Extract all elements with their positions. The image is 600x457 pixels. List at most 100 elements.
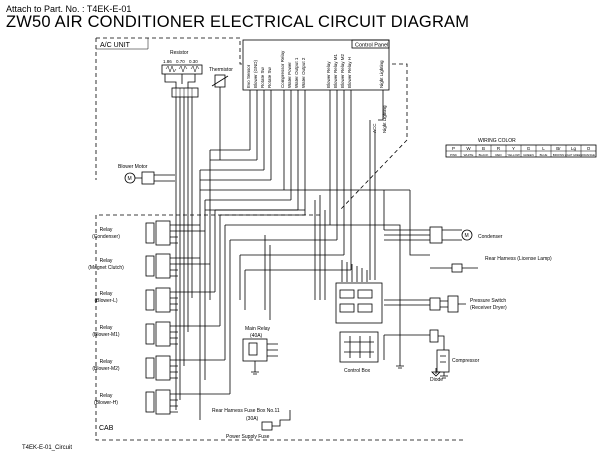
diode-symbol xyxy=(431,368,441,377)
relay-blower-h: Relay (Blower-H) xyxy=(94,389,178,415)
blower-motor-connector xyxy=(141,171,155,185)
blower-motor-wires xyxy=(135,174,175,182)
pin-label-blower-relay-h: Blower Relay H xyxy=(347,57,352,88)
color-code: Y xyxy=(512,146,515,151)
resistor-symbol xyxy=(161,64,203,75)
relay-label: Relay xyxy=(100,393,113,399)
color-name: BROWN xyxy=(553,153,565,157)
condenser-label: Condenser xyxy=(478,234,503,240)
color-code: O xyxy=(587,146,591,151)
resistor-feed-wires xyxy=(164,74,221,96)
color-code: B xyxy=(482,146,485,151)
footer-code: T4EK-E-01_Circuit xyxy=(22,445,72,451)
color-name: WHITE xyxy=(464,153,474,157)
fuse-box-rating: (30A) xyxy=(246,416,259,422)
pin-label-evo-sensor: Evo Sensor xyxy=(246,64,251,88)
resistor-label: Resistor xyxy=(170,50,189,56)
pin-label-compressor-relay: Compressor Relay xyxy=(280,50,285,88)
pin-label-rotate-sw-1: Rotate Sw xyxy=(260,66,265,88)
color-code: L xyxy=(542,146,545,151)
attach-reference: Attach to Part. No. : T4EK-E-01 xyxy=(6,4,132,14)
blower-motor-m-glyph: M xyxy=(128,176,132,182)
color-code: Lg xyxy=(571,146,577,151)
pin-label-water-output-2: Water Output 2 xyxy=(301,57,306,88)
relay-blower-m2: Relay (Blower-M2) xyxy=(92,355,178,381)
main-relay-symbol xyxy=(242,338,278,368)
relay-sublabel: (Blower-M2) xyxy=(92,366,120,372)
resistor-value-1: 1.86 xyxy=(163,59,172,64)
diagram-title: ZW50 AIR CONDITIONER ELECTRICAL CIRCUIT … xyxy=(6,13,470,31)
ground-symbols xyxy=(251,360,448,379)
relay-label: Relay xyxy=(100,227,113,233)
relay-label: Relay xyxy=(100,359,113,365)
relay-magnet-clutch: Relay (Magnet Clutch) xyxy=(88,253,178,279)
pin-label-night-lighting: Night Lighting xyxy=(379,60,384,88)
relay-label: Relay xyxy=(100,325,113,331)
power-supply-fuse-label: Power Supply Fuse xyxy=(226,434,270,440)
blower-motor-label: Blower Motor xyxy=(118,164,148,170)
color-code: P xyxy=(452,146,455,151)
resistor-value-2: 0.70 xyxy=(176,59,185,64)
license-lamp-connector xyxy=(430,263,478,273)
color-code: G xyxy=(527,146,531,151)
control-panel xyxy=(242,39,390,91)
resistor-value-3: 0.30 xyxy=(189,59,198,64)
wiring-harness xyxy=(175,90,430,420)
compressor xyxy=(429,329,450,373)
color-code: R xyxy=(497,146,501,151)
relay-sublabel: (Blower-H) xyxy=(94,400,118,406)
pin-label-rotate-sw-2: Rotate Sw xyxy=(267,66,272,88)
license-lamp-label: Rear Harness (License Lamp) xyxy=(485,256,552,262)
pressure-switch xyxy=(429,295,466,313)
relay-label: Relay xyxy=(100,291,113,297)
relay-blower-m1: Relay (Blower-M1) xyxy=(92,321,178,347)
relay-blower-l: Relay (Blower-L) xyxy=(94,287,178,313)
pin-label-blower-relay-m2: Blower Relay M2 xyxy=(340,53,345,88)
power-supply-fuse-symbol xyxy=(261,410,291,431)
compressor-label: Compressor xyxy=(452,358,480,364)
relay-sublabel: (Magnet Clutch) xyxy=(88,265,124,271)
pin-label-water-output-1: Water Output 1 xyxy=(294,57,299,88)
pressure-switch-sublabel: (Receiver Dryer) xyxy=(470,305,507,311)
thermistor-label: Thermistor xyxy=(209,67,233,73)
color-name: BLACK xyxy=(479,153,489,157)
control-box xyxy=(335,282,383,363)
pin-label-blower-gnd: Blower (GND) xyxy=(253,59,258,88)
relay-label: Relay xyxy=(100,258,113,264)
control-box-label: Control Box xyxy=(344,368,371,374)
cab-label: CAB xyxy=(99,425,114,432)
pressure-switch-label: Pressure Switch xyxy=(470,298,506,304)
color-name: ORANGE xyxy=(582,153,595,157)
cab-border xyxy=(95,215,466,441)
wiring-color-codes: P W B R Y G L Br Lg O xyxy=(452,146,591,151)
diode-label: Diode xyxy=(430,377,443,383)
color-name: GREEN xyxy=(523,153,534,157)
condenser-m-glyph: M xyxy=(465,233,469,239)
fuse-box-label: Rear Harness Fuse Box No.11 xyxy=(212,408,280,414)
wiring-color-title: WIRING COLOR xyxy=(478,138,516,144)
control-panel-label: Control Panel xyxy=(355,43,388,49)
ac-unit-label: A/C UNIT xyxy=(100,42,131,49)
resistor-connector xyxy=(171,87,199,98)
main-relay-label: Main Relay xyxy=(245,326,271,332)
wiring-color-table xyxy=(445,144,597,158)
pin-label-blower-relay-m1: Blower Relay M1 xyxy=(333,53,338,88)
relay-sublabel: (Blower-M1) xyxy=(92,332,120,338)
color-name: BLUE xyxy=(540,153,548,157)
relay-sublabel: (Blower-L) xyxy=(94,298,117,304)
wiring-color-names: PINK WHITE BLACK RED YELLOW GREEN BLUE B… xyxy=(450,153,595,157)
color-code: Br xyxy=(556,146,561,151)
acc-label: ACC xyxy=(372,123,377,133)
color-name: PINK xyxy=(450,153,457,157)
night-lighting-label: Night Lighting xyxy=(382,105,387,133)
control-panel-pin-labels: Evo Sensor Blower (GND) Rotate Sw Rotate… xyxy=(246,50,384,88)
color-name: LIGHT GREEN xyxy=(565,153,583,157)
main-relay-rating: (40A) xyxy=(250,333,263,339)
pin-label-blower-relay: Blower Relay xyxy=(326,61,331,88)
color-code: W xyxy=(466,146,471,151)
thermistor-symbol xyxy=(211,74,229,88)
color-name: RED xyxy=(495,153,502,157)
color-name: YELLOW xyxy=(507,153,520,157)
relay-sublabel: (Condenser) xyxy=(92,234,120,240)
